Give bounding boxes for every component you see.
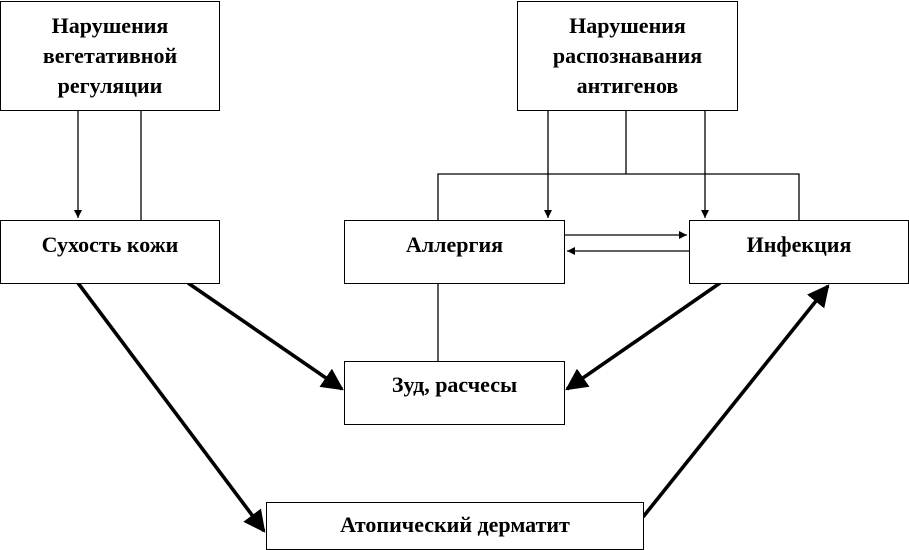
- allergy-label: Аллергия: [405, 232, 504, 257]
- box-allergy: Аллергия: [344, 220, 565, 284]
- veg-line-1: Нарушения: [51, 13, 169, 38]
- bracket-allergy-infection: [437, 173, 800, 220]
- arrow-dermatitis-to-infection: [641, 284, 830, 519]
- veg-line-2: вегетативной: [42, 43, 178, 68]
- antigen-line-3: антигенов: [576, 73, 679, 98]
- atopic-dermatitis-label: Атопический дерматит: [340, 512, 570, 537]
- box-atopic-dermatitis: Атопический дерматит: [266, 502, 644, 550]
- arrow-dryskin-to-dermatitis: [76, 281, 266, 533]
- infection-label: Инфекция: [746, 232, 852, 257]
- itch-label: Зуд, расчесы: [391, 372, 518, 397]
- box-veg-regulation: Нарушения вегетативной регуляции: [0, 1, 220, 111]
- veg-line-3: регуляции: [57, 73, 163, 98]
- box-antigen-recognition: Нарушения распознавания антигенов: [517, 1, 738, 111]
- box-infection: Инфекция: [689, 220, 909, 284]
- antigen-line-1: Нарушения: [569, 13, 686, 38]
- dry-skin-label: Сухость кожи: [41, 232, 179, 257]
- box-itch: Зуд, расчесы: [344, 361, 565, 425]
- box-dry-skin: Сухость кожи: [0, 220, 220, 284]
- antigen-line-2: распознавания: [552, 43, 703, 68]
- arrow-dryskin-to-itch: [186, 281, 344, 391]
- arrow-infection-to-itch: [565, 281, 722, 391]
